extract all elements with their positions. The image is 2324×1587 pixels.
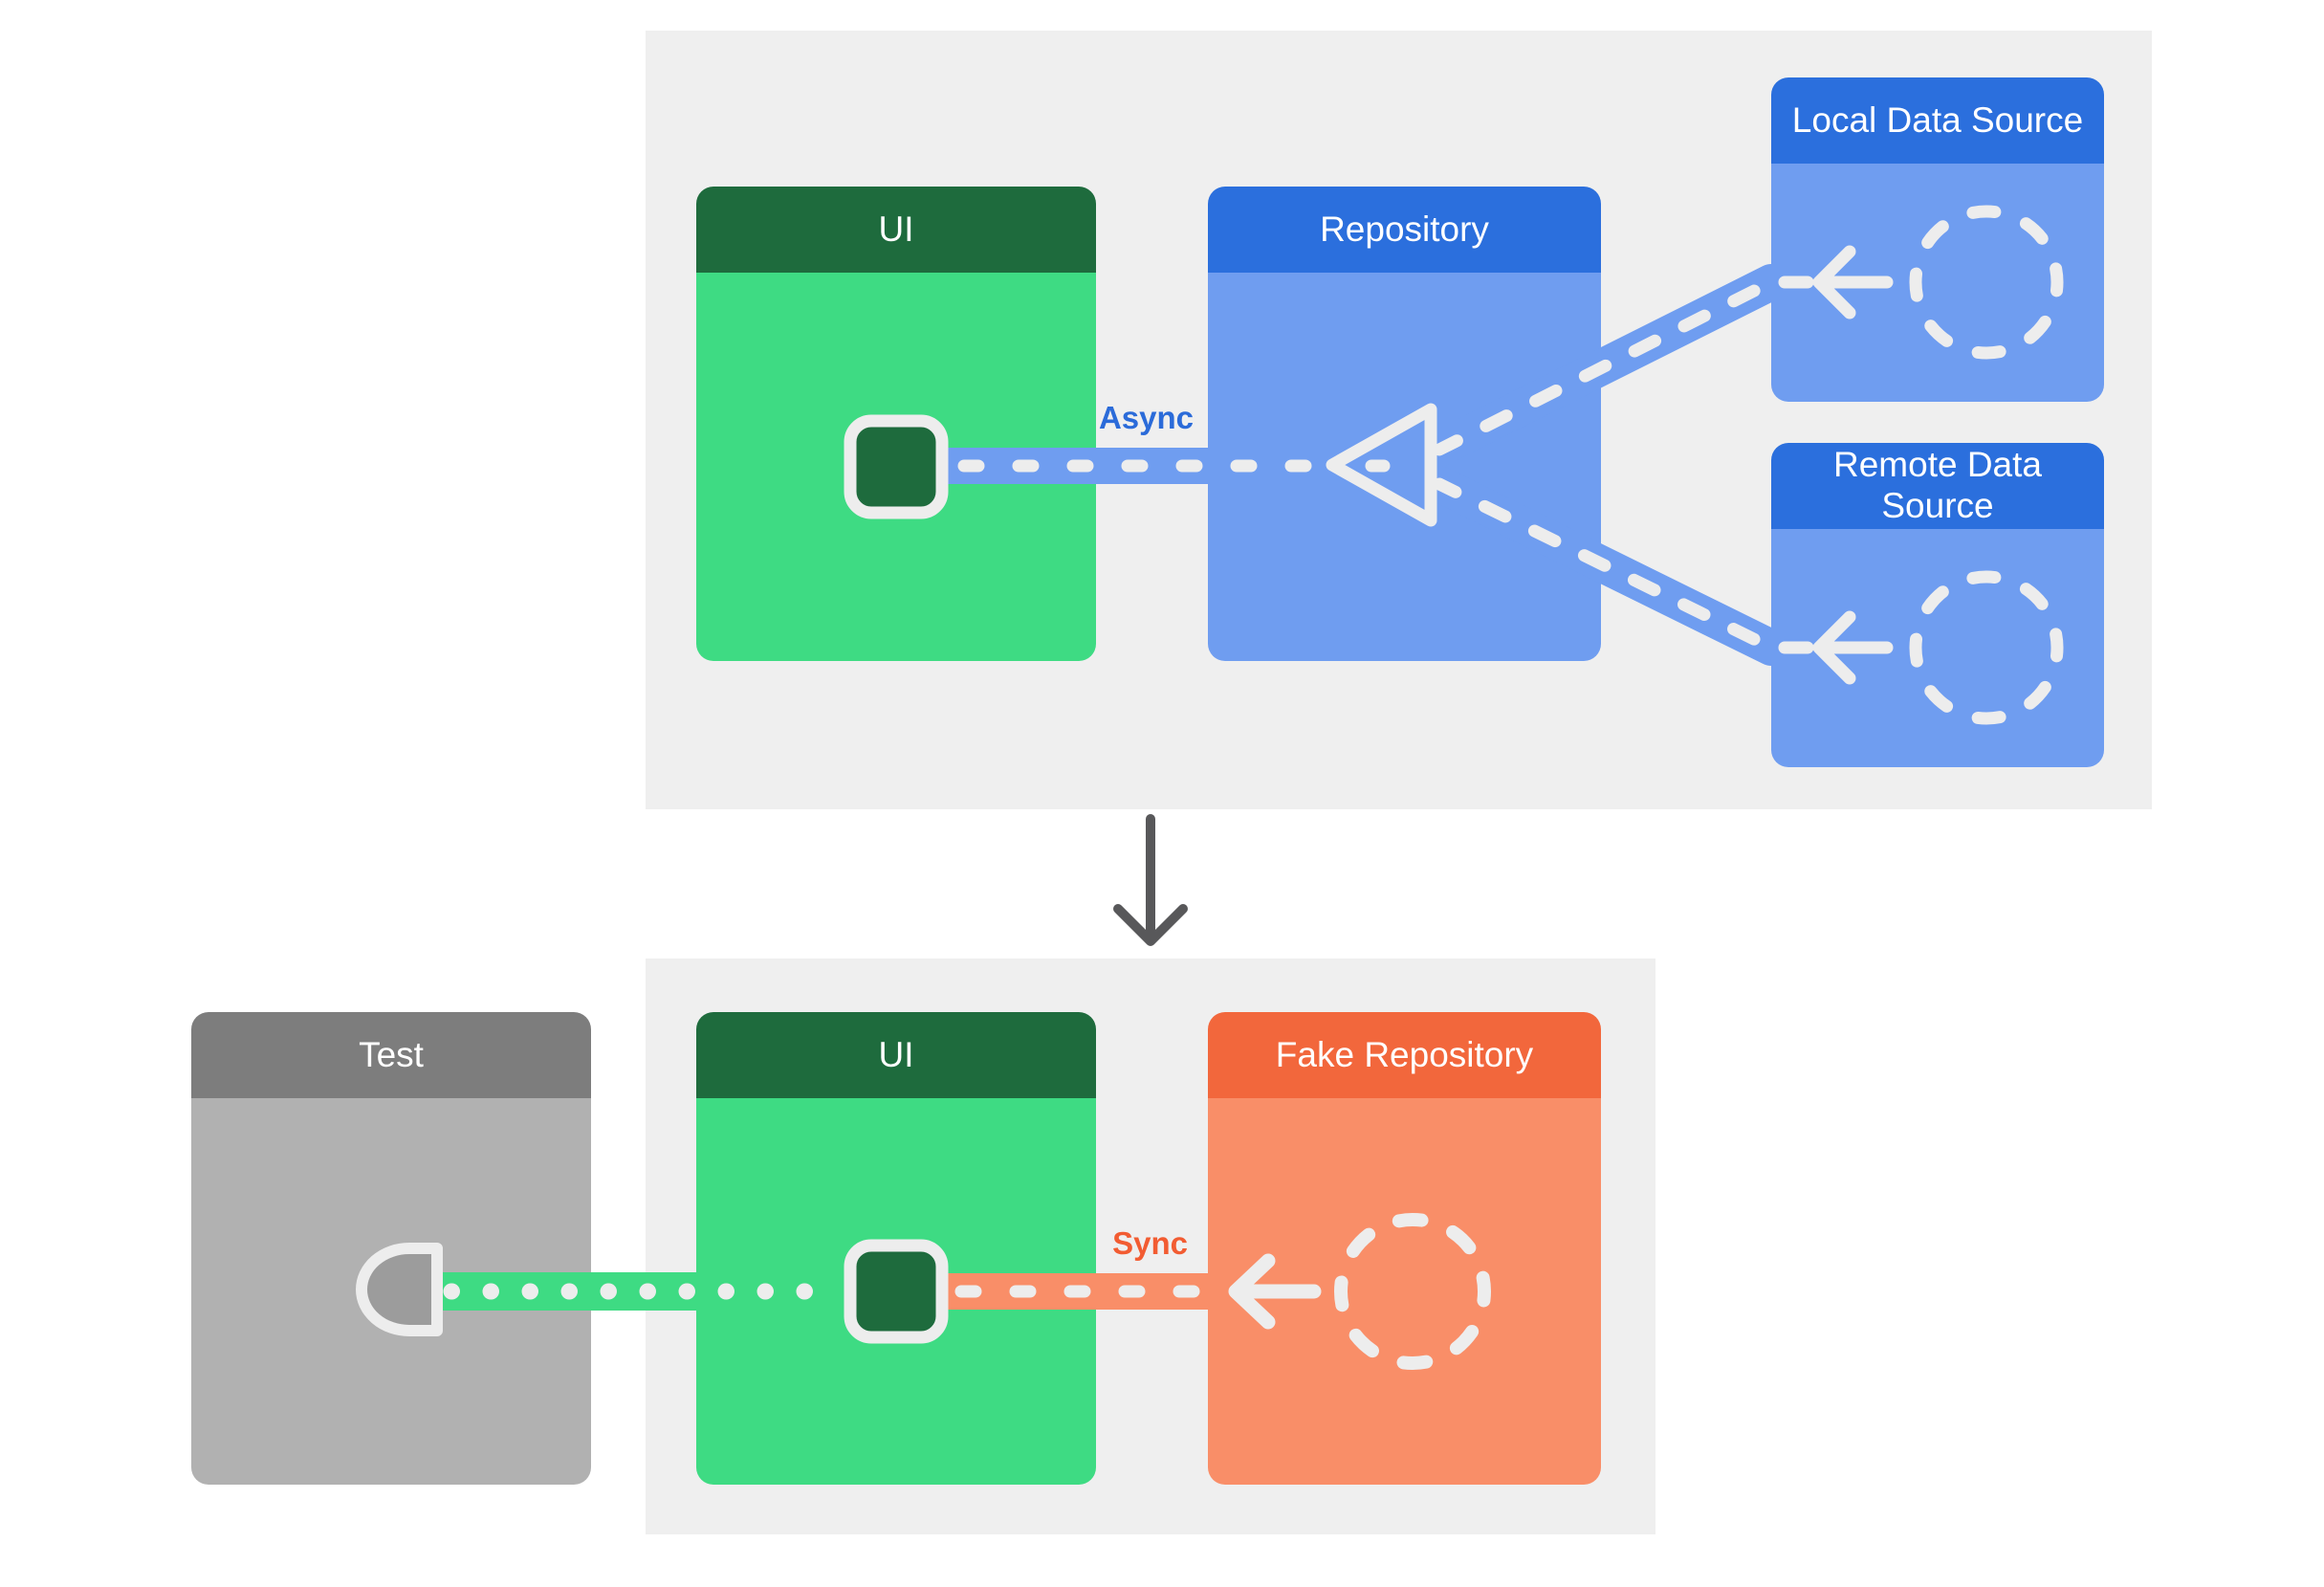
sync-label: Sync — [1112, 1225, 1188, 1261]
ui-box-test-body — [696, 1098, 1096, 1485]
local-data-source-label: Local Data Source — [1791, 99, 2084, 140]
remote-data-source-body — [1771, 529, 2104, 767]
local-data-source-body — [1771, 164, 2104, 402]
test-box-body — [191, 1098, 591, 1485]
ui-box-production: UI — [696, 187, 1096, 661]
test-box-header: Test — [191, 1012, 591, 1098]
ui-box-test-header: UI — [696, 1012, 1096, 1098]
remote-data-source-header: Remote Data Source — [1771, 443, 2104, 529]
remote-data-source-label: Remote Data Source — [1833, 445, 2042, 525]
ui-box-body — [696, 273, 1096, 661]
fake-repository-body — [1208, 1098, 1601, 1485]
async-label: Async — [1098, 400, 1194, 435]
test-box: Test — [191, 1012, 591, 1485]
down-arrow-icon — [1113, 814, 1188, 946]
fake-repository-box: Fake Repository — [1208, 1012, 1601, 1485]
repository-box-label: Repository — [1320, 209, 1489, 249]
ui-box-label: UI — [878, 209, 914, 249]
test-box-label: Test — [359, 1034, 424, 1074]
ui-box-test-label: UI — [878, 1034, 914, 1074]
ui-box-test: UI — [696, 1012, 1096, 1485]
repository-box-header: Repository — [1208, 187, 1601, 273]
repository-box: Repository — [1208, 187, 1601, 661]
local-data-source-box: Local Data Source — [1771, 77, 2104, 402]
repository-box-body — [1208, 273, 1601, 661]
fake-repository-header: Fake Repository — [1208, 1012, 1601, 1098]
fake-repository-label: Fake Repository — [1275, 1034, 1534, 1074]
ui-box-header: UI — [696, 187, 1096, 273]
local-data-source-header: Local Data Source — [1771, 77, 2104, 164]
remote-data-source-box: Remote Data Source — [1771, 443, 2104, 767]
